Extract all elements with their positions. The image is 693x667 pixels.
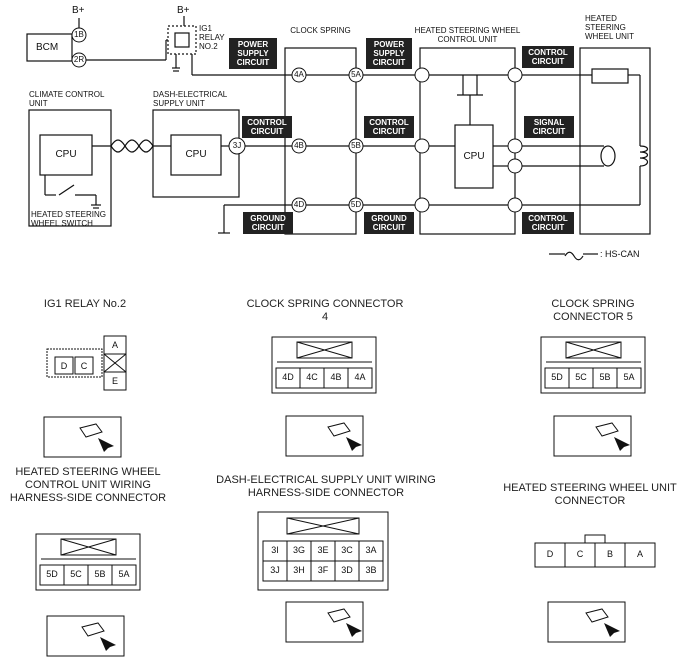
pin-4b: 4B xyxy=(294,141,304,150)
dash-pin-3j: 3J xyxy=(270,565,280,575)
cs4-pin-4b: 4B xyxy=(330,372,342,382)
cs5-connector-title: CLOCK SPRING CONNECTOR 5 xyxy=(551,298,635,323)
hswu-pin-d: D xyxy=(546,549,554,559)
ig1-pin-e: E xyxy=(111,376,118,386)
hswu-pin-c: C xyxy=(576,549,584,559)
hswu-pin-b: B xyxy=(606,549,613,559)
cpu-climate: CPU xyxy=(55,149,77,160)
cs5-pin-5b: 5B xyxy=(599,372,611,382)
dash-connector-title: DASH-ELECTRICAL SUPPLY UNIT WIRING HARNE… xyxy=(216,474,436,499)
hswcu-connector-title: HEATED STEERING WHEEL CONTROL UNIT WIRIN… xyxy=(9,466,167,504)
dash-pin-3c: 3C xyxy=(341,545,353,555)
pin-5a: 5A xyxy=(351,70,361,79)
climate-unit-label: CLIMATE CONTROL UNIT xyxy=(29,90,105,108)
ig1-pin-c: C xyxy=(80,361,88,371)
ground-circuit-label-2: GROUND CIRCUIT xyxy=(364,212,414,234)
ig1-pin-d: D xyxy=(60,361,68,371)
ground-circuit-label-1: GROUND CIRCUIT xyxy=(243,212,293,234)
dash-pin-3d: 3D xyxy=(341,565,353,575)
pin-3j: 3J xyxy=(232,141,242,150)
clock-spring-label: CLOCK SPRING xyxy=(290,26,351,35)
hswcu-pin-5c: 5C xyxy=(70,569,82,579)
dash-pin-3e: 3E xyxy=(317,545,329,555)
hswu-connector-title: HEATED STEERING WHEEL UNIT CONNECTOR xyxy=(503,482,677,507)
ig1-relay-label: IG1 RELAY No.2 xyxy=(199,24,225,51)
dash-pin-3b: 3B xyxy=(365,565,377,575)
hswu-label: HEATED STEERING WHEEL UNIT xyxy=(585,14,635,41)
ig1-connector-title: IG1 RELAY No.2 xyxy=(43,298,127,310)
pin-2r: 2R xyxy=(73,55,85,64)
cs4-pin-4c: 4C xyxy=(306,372,318,382)
hswcu-pin-5b: 5B xyxy=(94,569,106,579)
dash-pin-3f: 3F xyxy=(317,565,329,575)
control-circuit-dash: CONTROL CIRCUIT xyxy=(242,116,292,138)
power-circuit-label-1: POWER SUPPLY CIRCUIT xyxy=(229,38,277,69)
cs5-pin-5a: 5A xyxy=(623,372,635,382)
dash-unit-label: DASH-ELECTRICAL SUPPLY UNIT xyxy=(153,90,227,108)
pin-5b: 5B xyxy=(351,141,361,150)
bplus-right-label: B+ xyxy=(177,5,190,16)
cs5-pin-5c: 5C xyxy=(575,372,587,382)
dash-pin-3i: 3I xyxy=(271,545,279,555)
bplus-left-label: B+ xyxy=(72,5,85,16)
signal-circuit-label: SIGNAL CIRCUIT xyxy=(524,116,574,138)
dash-pin-3g: 3G xyxy=(292,545,305,555)
control-circuit-top: CONTROL CIRCUIT xyxy=(522,46,574,68)
ig1-pin-a: A xyxy=(111,340,118,350)
hswcu-label: HEATED STEERING WHEEL CONTROL UNIT xyxy=(414,26,521,44)
dash-pin-3a: 3A xyxy=(365,545,377,555)
hswcu-pin-5d: 5D xyxy=(46,569,58,579)
cs4-pin-4d: 4D xyxy=(282,372,294,382)
power-circuit-label-2: POWER SUPPLY CIRCUIT xyxy=(366,38,412,69)
steering-switch-label: HEATED STEERING WHEEL SWITCH xyxy=(31,210,106,228)
hs-can-legend: : HS-CAN xyxy=(600,249,640,259)
cpu-dash: CPU xyxy=(185,149,207,160)
hswu-pin-a: A xyxy=(636,549,643,559)
pin-1b: 1B xyxy=(74,30,84,39)
cs5-pin-5d: 5D xyxy=(551,372,563,382)
dash-pin-3h: 3H xyxy=(293,565,305,575)
control-circuit-mid: CONTROL CIRCUIT xyxy=(364,116,414,138)
hswcu-pin-5a: 5A xyxy=(118,569,130,579)
cpu-hswcu: CPU xyxy=(463,151,485,162)
cs4-connector-title: CLOCK SPRING CONNECTOR 4 xyxy=(246,298,404,323)
control-circuit-bottom: CONTROL CIRCUIT xyxy=(522,212,574,234)
pin-4d: 4D xyxy=(293,200,305,209)
cs4-pin-4a: 4A xyxy=(354,372,366,382)
pin-4a: 4A xyxy=(294,70,304,79)
pin-5d: 5D xyxy=(350,200,362,209)
bcm-label: BCM xyxy=(36,42,59,53)
